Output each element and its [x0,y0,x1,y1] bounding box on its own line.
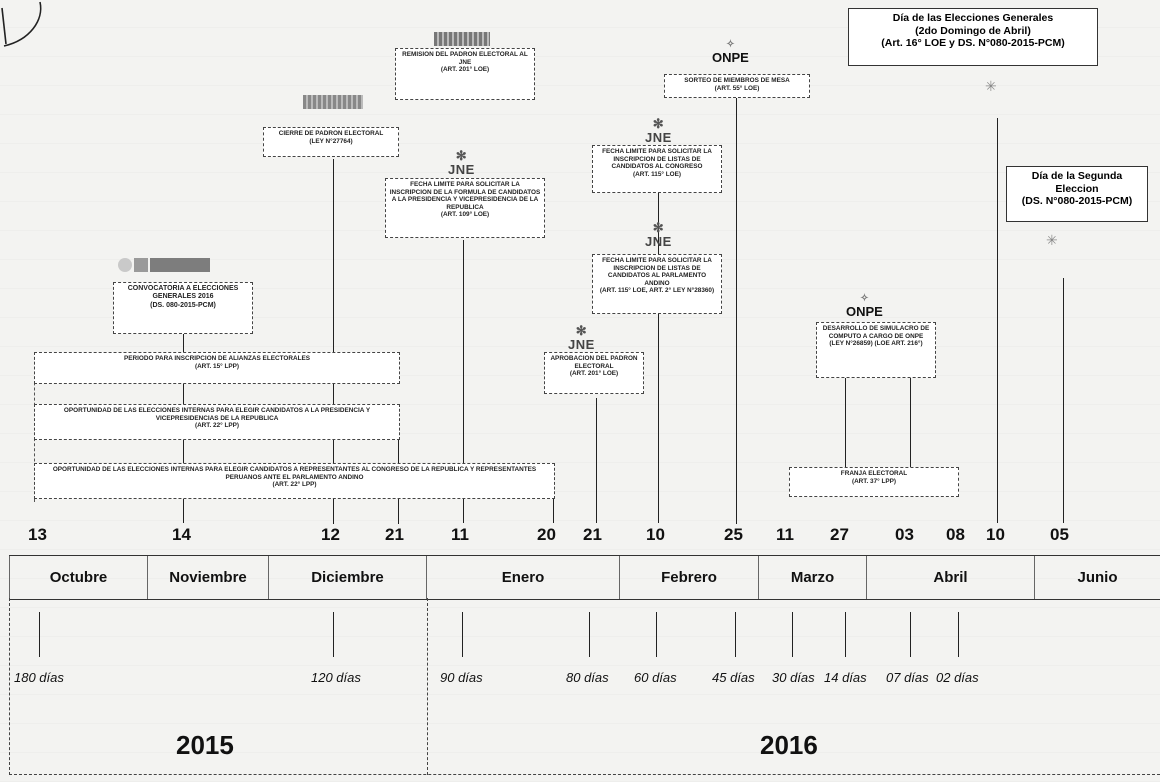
jne-logo: ✻JNE [645,116,672,145]
timeline-line [596,398,597,523]
day-number: 13 [28,525,47,544]
countdown-tick [656,612,657,657]
days-remaining: 90 días [440,670,483,685]
timeline-line [333,159,334,524]
days-remaining: 45 días [712,670,755,685]
countdown-tick [462,612,463,657]
day-number: 11 [451,525,469,544]
onpe-logo: ✧ONPE [846,293,883,320]
days-remaining: 80 días [566,670,609,685]
limite-congreso-box: FECHA LIMITE PARA SOLICITAR LA INSCRIPCI… [592,145,722,193]
segunda-eleccion-box: Día de la Segunda Eleccion (DS. N°080-20… [1006,166,1148,222]
days-remaining: 07 días [886,670,929,685]
reniec-logo [303,95,363,109]
timeline-line [997,118,998,523]
countdown-tick [735,612,736,657]
day-number: 21 [385,525,404,544]
month-cell: Enero [427,556,620,599]
simulacro-box: DESARROLLO DE SIMULACRO DE COMPUTO A CAR… [816,322,936,378]
day-number: 05 [1050,525,1069,544]
reniec-logo [434,32,490,46]
month-cell: Octubre [9,556,148,599]
countdown-tick [910,612,911,657]
countdown-tick [845,612,846,657]
month-cell: Noviembre [148,556,269,599]
jne-logo: ✻JNE [448,148,475,177]
limite-andino-box: FECHA LIMITE PARA SOLICITAR LA INSCRIPCI… [592,254,722,314]
month-cell: Febrero [620,556,759,599]
sorteo-box: SORTEO DE MIEMBROS DE MESA (Art. 55° LOE… [664,74,810,98]
dia-elecciones-box: Día de las Elecciones Generales (2do Dom… [848,8,1098,66]
day-number: 12 [321,525,340,544]
year-label: 2015 [176,730,234,760]
government-logo [118,258,210,272]
month-row: Octubre Noviembre Diciembre Enero Febrer… [9,555,1160,600]
timeline-line [910,378,911,468]
day-number: 11 [776,525,794,544]
month-cell: Abril [867,556,1035,599]
countdown-tick [39,612,40,657]
internas-presidencia-box: OPORTUNIDAD DE LAS ELECCIONES INTERNAS P… [34,404,400,440]
franja-electoral-box: FRANJA ELECTORAL (Art. 37° LPP) [789,467,959,497]
timeline-line [463,240,464,523]
countdown-tick [958,612,959,657]
days-remaining: 30 días [772,670,815,685]
remision-padron-box: REMISION DEL PADRON ELECTORAL AL JNE (Ar… [395,48,535,100]
timeline-line [845,378,846,468]
countdown-tick [792,612,793,657]
days-remaining: 180 días [14,670,64,685]
day-number: 20 [537,525,556,544]
month-cell: Marzo [759,556,867,599]
timeline-line [1063,278,1064,523]
convocatoria-box: CONVOCATORIA A ELECCIONES GENERALES 2016… [113,282,253,334]
cierre-padron-box: CIERRE DE PADRON ELECTORAL (Ley N°27764) [263,127,399,157]
timeline-line [736,98,737,524]
day-number: 03 [895,525,914,544]
day-number: 21 [583,525,602,544]
timeline-line [658,193,659,523]
countdown-tick [333,612,334,657]
onpe-logo: ✧ONPE [712,39,749,66]
days-remaining: 14 días [824,670,867,685]
jne-logo: ✻JNE [645,220,672,249]
aprobacion-padron-box: APROBACION DEL PADRON ELECTORAL (Art. 20… [544,352,644,394]
month-cell: Diciembre [269,556,427,599]
years-frame [9,598,1160,775]
day-number: 10 [986,525,1005,544]
limite-presidencia-box: FECHA LIMITE PARA SOLICITAR LA INSCRIPCI… [385,178,545,238]
year-label: 2016 [760,730,818,760]
election-icon: ✳ [1046,232,1058,248]
day-number: 14 [172,525,191,544]
internas-congreso-box: OPORTUNIDAD DE LAS ELECCIONES INTERNAS P… [34,463,555,499]
days-remaining: 120 días [311,670,361,685]
countdown-tick [589,612,590,657]
day-number: 08 [946,525,965,544]
day-number: 27 [830,525,849,544]
periodo-alianzas-box: PERIODO PARA INSCRIPCION DE ALIANZAS ELE… [34,352,400,384]
jne-logo: ✻JNE [568,323,595,352]
day-number: 25 [724,525,743,544]
election-icon: ✳ [985,78,997,94]
month-cell: Junio [1077,569,1118,586]
year-divider [427,598,428,775]
days-remaining: 02 días [936,670,979,685]
days-remaining: 60 días [634,670,677,685]
day-number: 10 [646,525,665,544]
pen-mark [1,1,42,47]
